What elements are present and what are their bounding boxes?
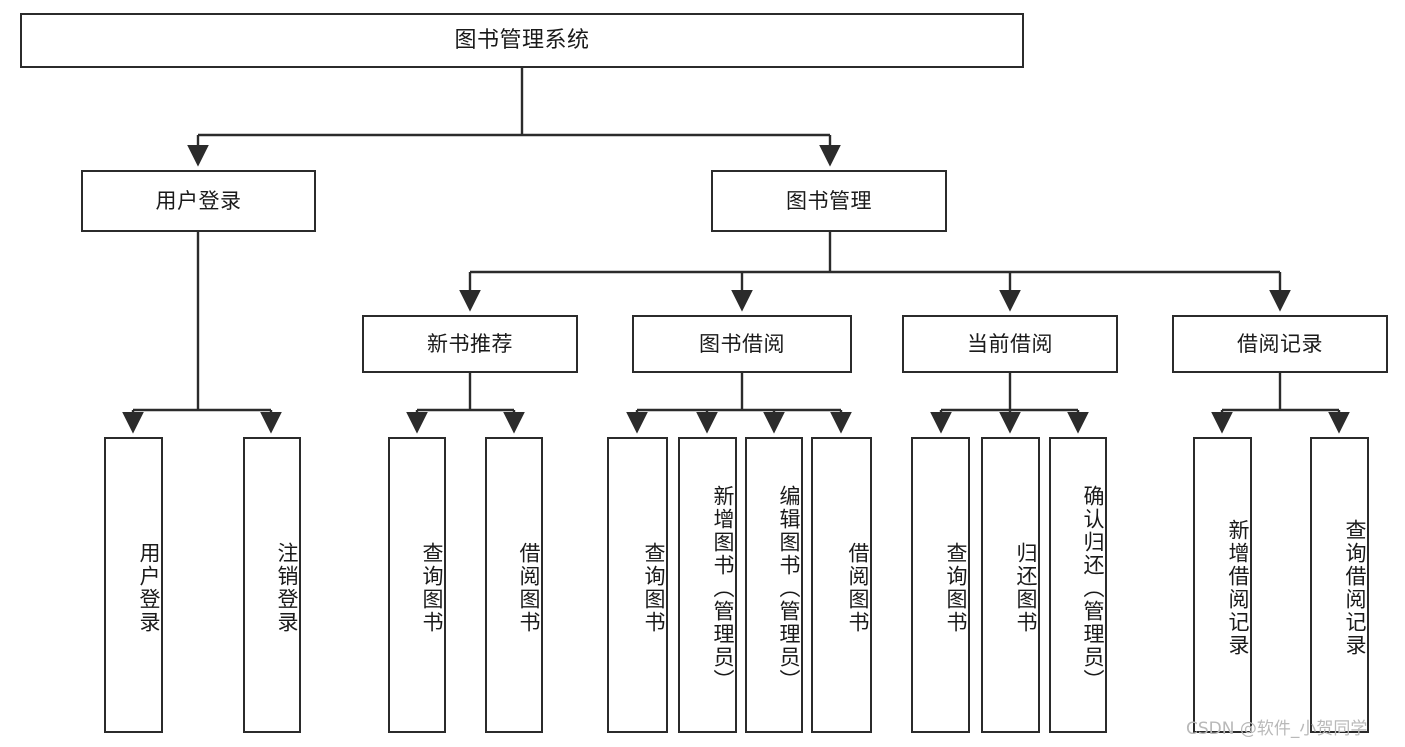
node-root-book-management-system[interactable]: 图书管理系统	[20, 13, 1024, 68]
node-label: 用户登录	[155, 188, 242, 213]
node-leaf-query-book-2[interactable]: 查询图书	[607, 437, 668, 733]
node-label: 确认归还（管理员）	[1081, 484, 1105, 692]
node-leaf-query-book-1[interactable]: 查询图书	[388, 437, 446, 733]
node-current-borrow[interactable]: 当前借阅	[902, 315, 1118, 373]
node-label: 查询图书	[420, 542, 444, 634]
node-label: 查询图书	[642, 542, 666, 634]
node-leaf-borrow-book-2[interactable]: 借阅图书	[811, 437, 872, 733]
node-leaf-return-book[interactable]: 归还图书	[981, 437, 1040, 733]
node-label: 新增借阅记录	[1226, 519, 1250, 657]
node-leaf-query-book-3[interactable]: 查询图书	[911, 437, 970, 733]
node-label: 新增图书（管理员）	[711, 484, 735, 692]
node-leaf-query-record[interactable]: 查询借阅记录	[1310, 437, 1369, 733]
node-label: 注销登录	[275, 542, 299, 634]
node-label: 图书借阅	[699, 331, 785, 356]
node-label: 新书推荐	[427, 331, 513, 356]
node-leaf-confirm-return[interactable]: 确认归还（管理员）	[1049, 437, 1107, 733]
node-label: 查询借阅记录	[1343, 519, 1367, 657]
node-leaf-add-record[interactable]: 新增借阅记录	[1193, 437, 1252, 733]
node-label: 查询图书	[944, 542, 968, 634]
node-leaf-user-login[interactable]: 用户登录	[104, 437, 163, 733]
node-label: 借阅图书	[846, 542, 870, 634]
node-leaf-edit-book[interactable]: 编辑图书（管理员）	[745, 437, 803, 733]
node-book-borrow[interactable]: 图书借阅	[632, 315, 852, 373]
node-label: 借阅记录	[1237, 331, 1323, 356]
node-label: 图书管理系统	[454, 27, 590, 53]
node-leaf-borrow-book-1[interactable]: 借阅图书	[485, 437, 543, 733]
node-new-book-recommend[interactable]: 新书推荐	[362, 315, 578, 373]
node-book-management[interactable]: 图书管理	[711, 170, 947, 232]
node-leaf-logout-login[interactable]: 注销登录	[243, 437, 301, 733]
node-leaf-add-book[interactable]: 新增图书（管理员）	[678, 437, 737, 733]
node-label: 当前借阅	[967, 331, 1053, 356]
node-label: 归还图书	[1014, 542, 1038, 634]
node-borrow-record[interactable]: 借阅记录	[1172, 315, 1388, 373]
node-label: 用户登录	[137, 542, 161, 634]
node-label: 编辑图书（管理员）	[777, 484, 801, 692]
node-label: 图书管理	[786, 188, 872, 213]
csdn-watermark: CSDN @软件_小贺同学	[1186, 719, 1368, 739]
node-label: 借阅图书	[517, 542, 541, 634]
node-user-login[interactable]: 用户登录	[81, 170, 316, 232]
